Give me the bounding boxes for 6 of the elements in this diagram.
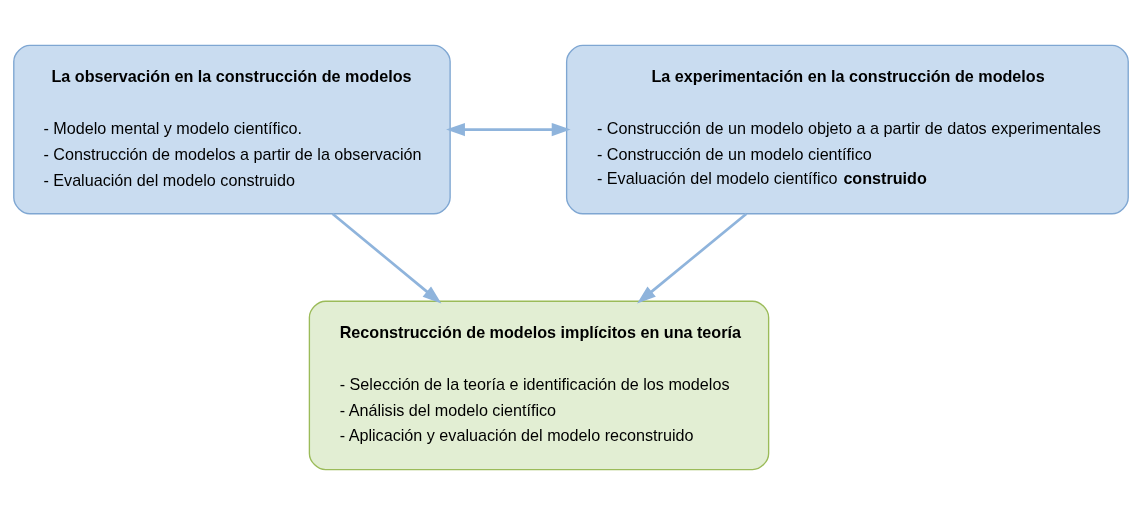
arrow (637, 212, 748, 304)
node-box: Reconstrucción de modelos implícitos en una teoría - Selección de la teoría e identificación de los modelos - Análisis del modelo científico - Aplicación y evaluación del modelo reconstruido (308, 300, 770, 471)
node-box: La observación en la construcción de modelos - Modelo mental y modelo científico. - Construcción de modelos a partir de la observación - Evaluación del modelo construido (13, 44, 451, 215)
arrow (331, 212, 442, 304)
arrow (446, 122, 571, 137)
node-box: La experimentación en la construcción de modelos - Construcción de un modelo objeto a a partir de datos experimentales - Construcción de un modelo científico - Evaluación del modelo científico construido (565, 44, 1129, 215)
